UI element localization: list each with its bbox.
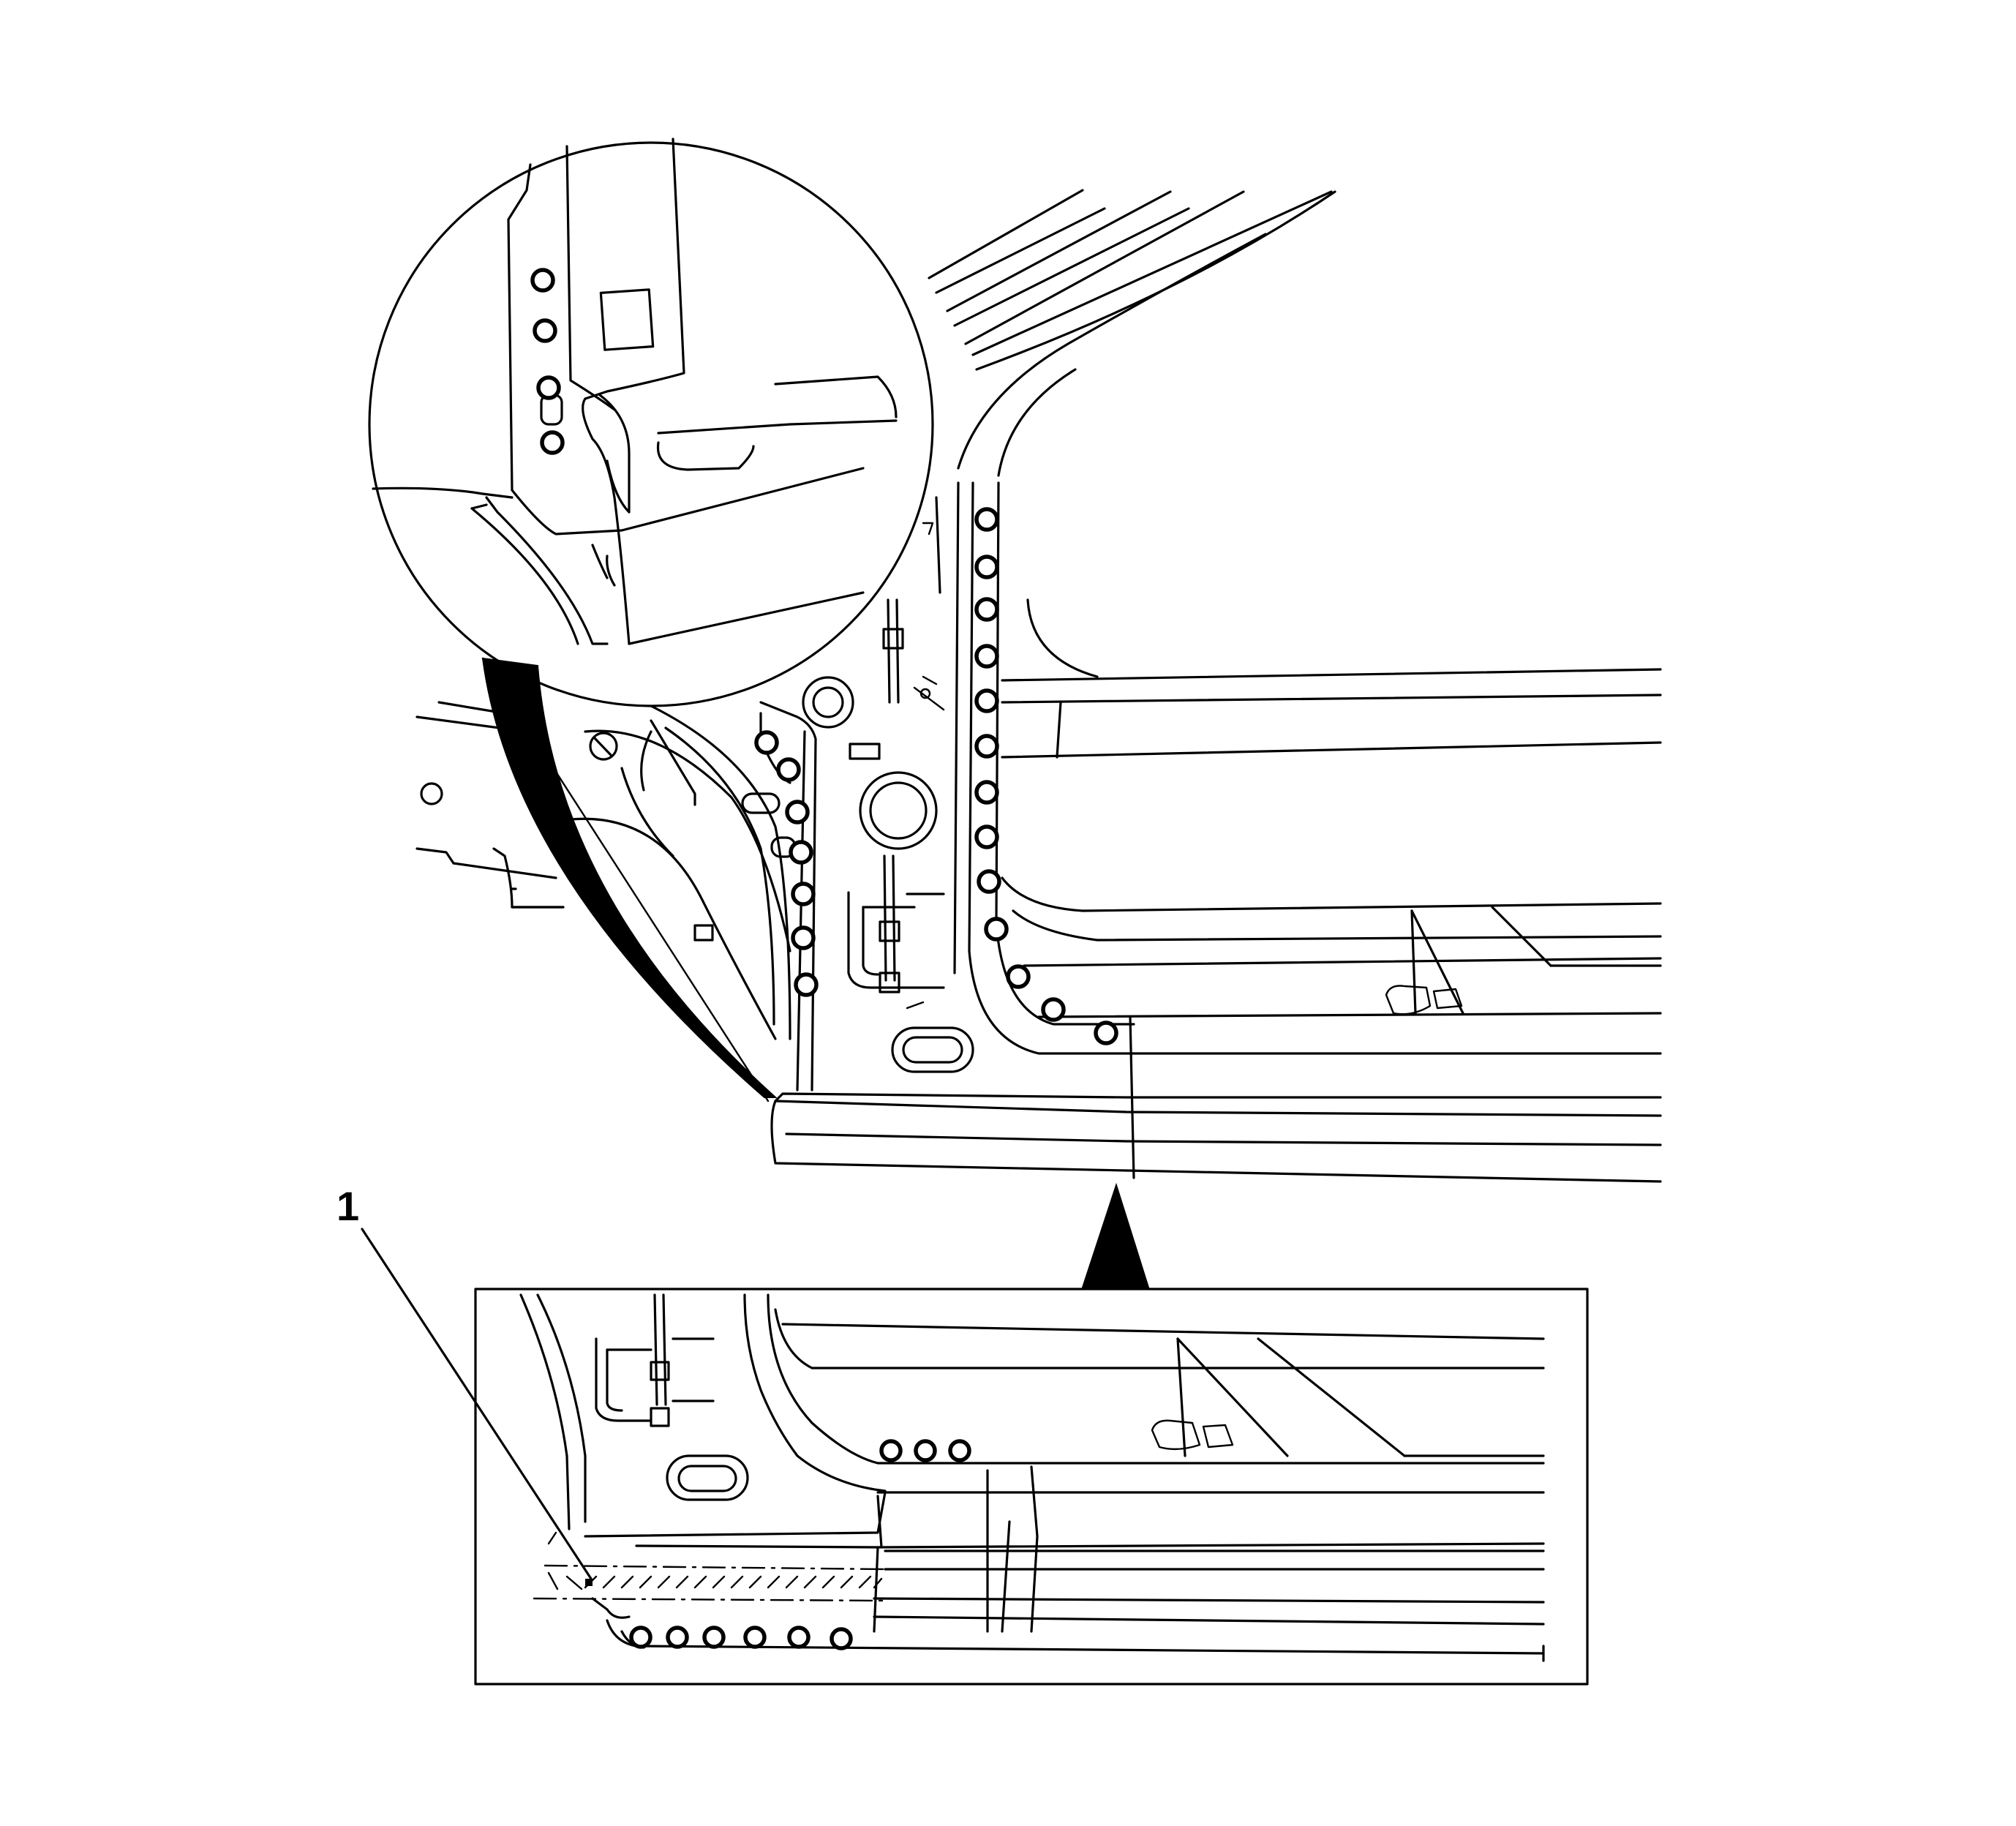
callout-1: 1 bbox=[336, 1183, 593, 1580]
sill-detail-inset bbox=[474, 1288, 1589, 1686]
hatched-cut-area bbox=[547, 1571, 883, 1590]
pillar-weld-points bbox=[754, 507, 1118, 1045]
sill-weld-points bbox=[629, 1439, 971, 1650]
detail-pointer-arrow bbox=[1081, 1182, 1150, 1288]
callout-1-label: 1 bbox=[336, 1183, 359, 1229]
main-body-view bbox=[415, 189, 1662, 1183]
magnified-detail-circle bbox=[368, 138, 934, 707]
